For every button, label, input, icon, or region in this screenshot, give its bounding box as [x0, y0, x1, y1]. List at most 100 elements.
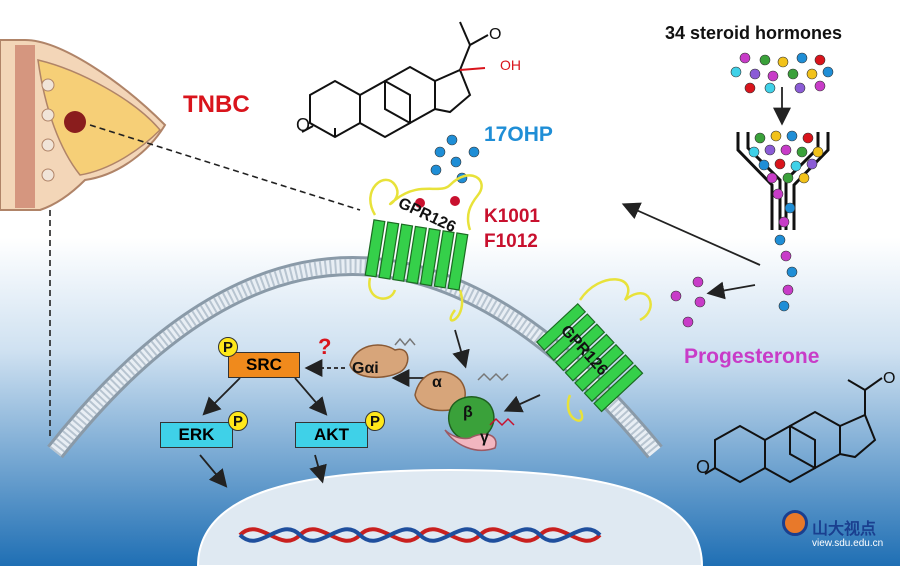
watermark-url: view.sdu.edu.cn: [812, 538, 884, 549]
hormone-particle: [802, 132, 814, 144]
hormone-particle: [770, 130, 782, 142]
hormone-particle: [759, 54, 771, 66]
hormone-particle: [786, 130, 798, 142]
17ohp-label: 17OHP: [484, 123, 553, 146]
dna-helix-icon: [238, 527, 602, 543]
gai-label: Gαi: [352, 360, 379, 377]
g-protein-complex: [414, 370, 515, 451]
transmembrane-helix: [419, 227, 441, 287]
hormone-particle: [692, 276, 704, 288]
k1001-label: K1001: [484, 206, 540, 227]
hormone-particle: [744, 82, 756, 94]
nucleus: [196, 468, 704, 566]
receptor-loop-top: [369, 174, 483, 231]
akt-box: AKT: [295, 422, 368, 448]
hormone-particle: [694, 296, 706, 308]
zoom-line-top: [89, 124, 361, 211]
hormone-particle: [774, 158, 786, 170]
hormone-particle: [814, 54, 826, 66]
arrow-src-to-erk: [202, 377, 241, 416]
transmembrane-helix: [555, 323, 606, 372]
oh-group-label: OH: [500, 57, 521, 73]
hormone-particle: [767, 70, 779, 82]
transmembrane-helix: [378, 221, 400, 280]
hormone-particle: [806, 68, 818, 80]
hormone-particle: [778, 300, 790, 312]
hormone-particle: [772, 188, 784, 200]
progesterone-structure: [704, 377, 883, 484]
progesterone-ketone-o: O: [696, 457, 711, 477]
hormone-particle: [434, 146, 446, 158]
hormone-particle: [778, 216, 790, 228]
hormone-particle: [430, 164, 442, 176]
transmembrane-helix: [564, 333, 615, 382]
tnbc-label: TNBC: [183, 91, 250, 118]
beta-label: β: [463, 404, 473, 421]
erk-phospho-badge: P: [228, 411, 248, 431]
hormone-particle: [754, 132, 766, 144]
arrow-erk-to-nucleus: [199, 454, 228, 488]
watermark-brand: 山大视点: [812, 521, 877, 538]
receptor-loop-right: [578, 278, 652, 322]
transmembrane-helix: [433, 230, 455, 289]
tumor-icon: [64, 111, 86, 133]
erk-label: ERK: [178, 425, 215, 444]
hormone-particles: [430, 52, 834, 328]
watermark-logo-icon: [782, 510, 808, 536]
arrow-src-to-akt: [294, 377, 328, 416]
akt-phospho-badge: P: [365, 411, 385, 431]
arrow-receptor-to-gprotein: [452, 329, 470, 369]
hormone-particle: [780, 250, 792, 262]
hormone-particle: [780, 144, 792, 156]
transmembrane-helix: [406, 225, 428, 285]
transmembrane-helix: [583, 354, 634, 403]
src-label: SRC: [246, 355, 282, 374]
hormone-particle: [796, 52, 808, 64]
17ohp-ketone-o: O: [296, 115, 311, 135]
hormone-particle: [764, 144, 776, 156]
hormone-particle: [786, 266, 798, 278]
transmembrane-helix: [392, 223, 414, 282]
src-box: SRC: [228, 352, 300, 378]
question-mark: ?: [318, 334, 332, 359]
hormone-particle: [814, 80, 826, 92]
hormone-particle: [777, 56, 789, 68]
hormone-particle: [782, 284, 794, 296]
arrow-akt-to-nucleus: [309, 454, 327, 484]
progesterone-label: Progesterone: [684, 345, 820, 368]
hormone-particle: [774, 234, 786, 246]
transmembrane-helix: [447, 232, 469, 291]
hormone-particle: [794, 82, 806, 94]
hormone-particle: [766, 172, 778, 184]
hormone-particle: [730, 66, 742, 78]
alpha-label: α: [432, 374, 442, 391]
gpr126-receptor-top: [364, 219, 469, 291]
transmembrane-helix: [593, 364, 644, 413]
mutation-site-k1001: [415, 198, 425, 208]
hormone-particle: [787, 68, 799, 80]
transmembrane-helix: [535, 302, 587, 351]
arrow-to-17ohp: [621, 202, 761, 266]
transmembrane-helix: [574, 343, 625, 392]
hormone-particle: [450, 156, 462, 168]
hormone-particle: [798, 172, 810, 184]
17ohp-structure: [301, 21, 489, 139]
hormone-particle: [749, 68, 761, 80]
chart-title: 34 steroid hormones: [665, 23, 843, 43]
f1012-label: F1012: [484, 231, 538, 252]
transmembrane-helix: [364, 219, 386, 278]
arrow-to-progesterone: [706, 281, 756, 300]
hormone-particle: [446, 134, 458, 146]
hormone-particle: [782, 172, 794, 184]
akt-label: AKT: [314, 425, 349, 444]
gpr126-receptor-right: [535, 302, 644, 413]
hormone-particle: [739, 52, 751, 64]
17ohp-acetyl-o: O: [489, 26, 502, 43]
hormone-particle: [806, 158, 818, 170]
hormone-particle: [758, 159, 770, 171]
progesterone-acetyl-o: O: [883, 370, 896, 387]
hormone-particle: [468, 146, 480, 158]
src-phospho-badge: P: [218, 337, 238, 357]
gamma-label: γ: [480, 429, 489, 446]
